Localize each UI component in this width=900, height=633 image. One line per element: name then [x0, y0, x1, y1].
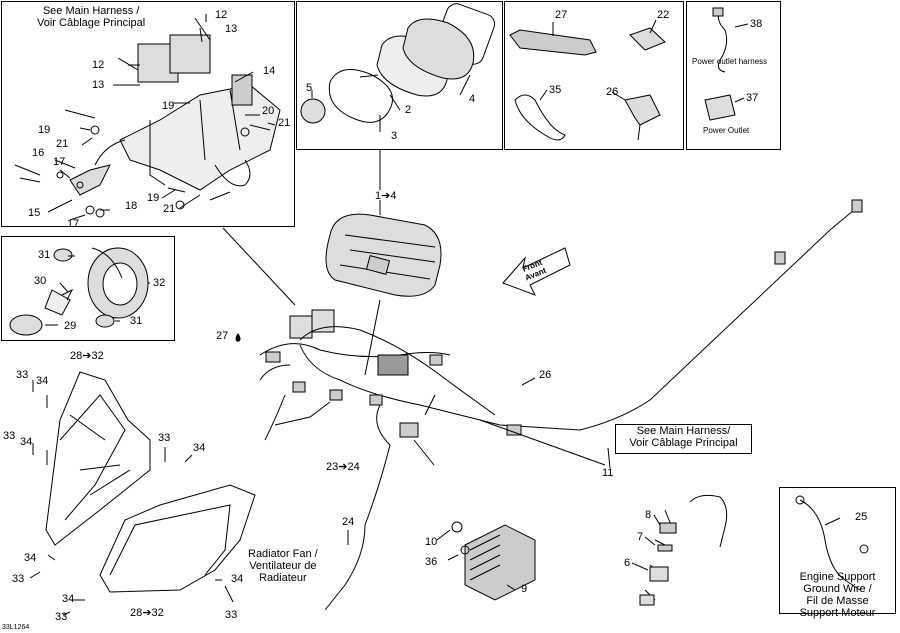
- power-outlet-label: Power Outlet: [703, 126, 750, 135]
- callout-15: 15: [28, 207, 41, 219]
- callout-24: 24: [342, 516, 355, 528]
- callout-33: 33: [158, 432, 171, 444]
- callout-28-to-32: 28➔32: [70, 350, 104, 362]
- callout-4: 4: [469, 93, 476, 105]
- accessory-panel: [504, 1, 684, 150]
- callout-31: 31: [38, 249, 51, 261]
- callout-38: 38: [750, 18, 763, 30]
- callout-14: 14: [263, 65, 276, 77]
- callout-28-to-32: 28➔32: [130, 607, 164, 619]
- callout-19: 19: [38, 124, 51, 136]
- main-harness-drawing: [259, 199, 863, 611]
- callout-21: 21: [163, 203, 176, 215]
- ground-wire-panel: [779, 487, 896, 614]
- callout-3: 3: [391, 130, 398, 142]
- callout-12: 12: [92, 59, 105, 71]
- power-outlet-harness-label: Power outlet harness: [692, 57, 768, 66]
- callout-21: 21: [56, 138, 69, 150]
- drop-icon: [235, 333, 241, 342]
- callout-11: 11: [602, 467, 614, 479]
- callout-31: 31: [130, 315, 143, 327]
- callout-9: 9: [521, 583, 528, 595]
- engine-support-ground-wire-note: Engine Support Ground Wire / Fil de Mass…: [799, 571, 876, 619]
- callout-19: 19: [162, 100, 175, 112]
- ground-wire-drawing: [795, 495, 869, 591]
- callout-33: 33: [225, 609, 238, 621]
- callout-34: 34: [193, 442, 206, 454]
- callout-19: 19: [147, 192, 160, 204]
- callout-5: 5: [306, 82, 313, 94]
- callout-20: 20: [262, 105, 275, 117]
- callout-34: 34: [20, 436, 33, 448]
- callout-34: 34: [24, 552, 37, 564]
- instrument-cluster-drawing: [325, 213, 442, 297]
- callout-34: 34: [36, 375, 49, 387]
- callout-26: 26: [539, 369, 552, 381]
- callout-34: 34: [231, 573, 244, 585]
- see-main-harness-box: See Main Harness/ Voir Câblage Principal: [615, 424, 752, 454]
- callout-27: 27: [216, 330, 229, 342]
- callout-25: 25: [855, 511, 868, 523]
- front-arrow-drawing: [502, 247, 571, 296]
- callout-7: 7: [637, 531, 644, 543]
- callout-29: 29: [64, 320, 77, 332]
- callout-33: 33: [3, 430, 16, 442]
- callout-6: 6: [624, 557, 631, 569]
- radiator-fan-note: Radiator Fan / Ventilateur de Radiateur: [248, 548, 318, 584]
- callout-2: 2: [405, 104, 412, 116]
- callout-12: 12: [215, 9, 228, 21]
- callout-22: 22: [657, 9, 670, 21]
- callout-34: 34: [62, 593, 75, 605]
- left-headlight-drawing: [45, 371, 151, 546]
- gauge-drawing: [300, 3, 496, 124]
- right-headlight-drawing: [99, 484, 256, 593]
- callout-8: 8: [645, 509, 652, 521]
- callout-27: 27: [555, 9, 568, 21]
- callout-35: 35: [549, 84, 562, 96]
- callout-18: 18: [125, 200, 138, 212]
- bulb-drawing: [9, 247, 150, 336]
- callout-13: 13: [225, 23, 238, 35]
- callout-32: 32: [153, 277, 166, 289]
- callout-33: 33: [16, 369, 29, 381]
- see-main-harness-note: See Main Harness / Voir Câblage Principa…: [37, 5, 146, 29]
- callout-30: 30: [34, 275, 47, 287]
- callout-16: 16: [32, 147, 45, 159]
- callout-21: 21: [278, 117, 291, 129]
- callout-10: 10: [425, 536, 438, 548]
- regulator-drawing: [451, 521, 536, 601]
- callout-17: 17: [53, 156, 66, 168]
- callout-33: 33: [55, 611, 68, 623]
- drawing-code: 33L1264: [2, 624, 30, 631]
- callout-33: 33: [12, 573, 25, 585]
- callout-13: 13: [92, 79, 105, 91]
- callout-37: 37: [746, 92, 759, 104]
- callout-1-to-4: 1➔4: [375, 190, 397, 202]
- power-outlet-panel: [686, 1, 781, 150]
- tether-cord-drawing: [639, 494, 728, 606]
- callout-26: 26: [606, 86, 619, 98]
- callout-36: 36: [425, 556, 438, 568]
- relay-bracket-drawing: [14, 17, 281, 218]
- callout-17: 17: [67, 218, 80, 230]
- callout-23-to-24: 23➔24: [326, 461, 360, 473]
- power-outlet-drawing: [704, 7, 749, 121]
- accessory-drawing: [509, 27, 666, 141]
